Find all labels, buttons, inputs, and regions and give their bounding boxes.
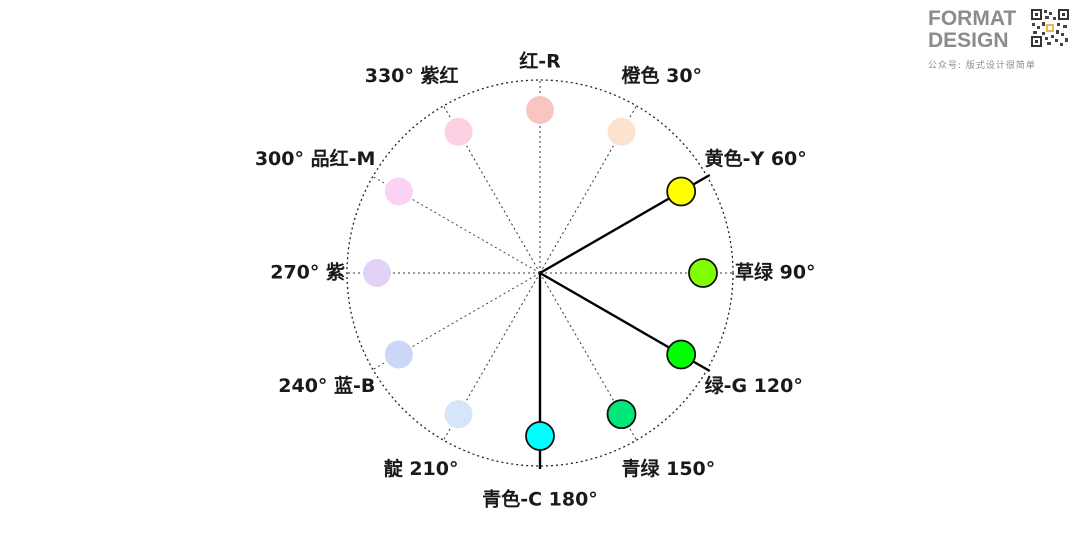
hue-label-90: 草绿 90°: [735, 261, 816, 284]
hue-label-300: 300° 品红-M: [255, 147, 376, 170]
wheel-ring: [346, 79, 734, 467]
hue-dot-150: [606, 399, 637, 430]
hue-label-150: 青绿 150°: [622, 457, 716, 480]
hue-label-270: 270° 紫: [270, 262, 345, 284]
hue-dot-270: [363, 259, 391, 287]
hue-label-240: 240° 蓝-B: [278, 374, 375, 397]
hue-label-0: 红-R: [519, 50, 561, 73]
brand-line-1: FORMAT: [928, 7, 1017, 30]
hue-dot-240: [384, 340, 413, 369]
hue-dot-0: [526, 96, 554, 124]
hue-label-180: 青色-C 180°: [482, 488, 598, 511]
hue-dot-330: [444, 117, 473, 146]
hue-dot-300: [384, 177, 413, 206]
hue-dot-120: [666, 339, 697, 370]
brand-subtitle: 公众号: 版式设计很简单: [928, 61, 1036, 71]
qr-code-icon: [1030, 8, 1070, 48]
hue-dot-60: [666, 176, 697, 207]
hue-dot-180: [525, 421, 555, 451]
hue-label-210: 靛 210°: [384, 457, 459, 480]
hue-label-120: 绿-G 120°: [705, 374, 803, 397]
hue-dot-90: [688, 258, 718, 288]
brand-logo: FORMAT DESIGN: [926, 6, 1074, 72]
hue-label-330: 330° 紫红: [365, 64, 459, 87]
hue-dot-30: [607, 117, 636, 146]
hue-dot-210: [444, 400, 473, 429]
brand-line-2: DESIGN: [928, 29, 1009, 52]
hue-label-60: 黄色-Y 60°: [705, 147, 807, 170]
hue-label-30: 橙色 30°: [622, 64, 703, 87]
